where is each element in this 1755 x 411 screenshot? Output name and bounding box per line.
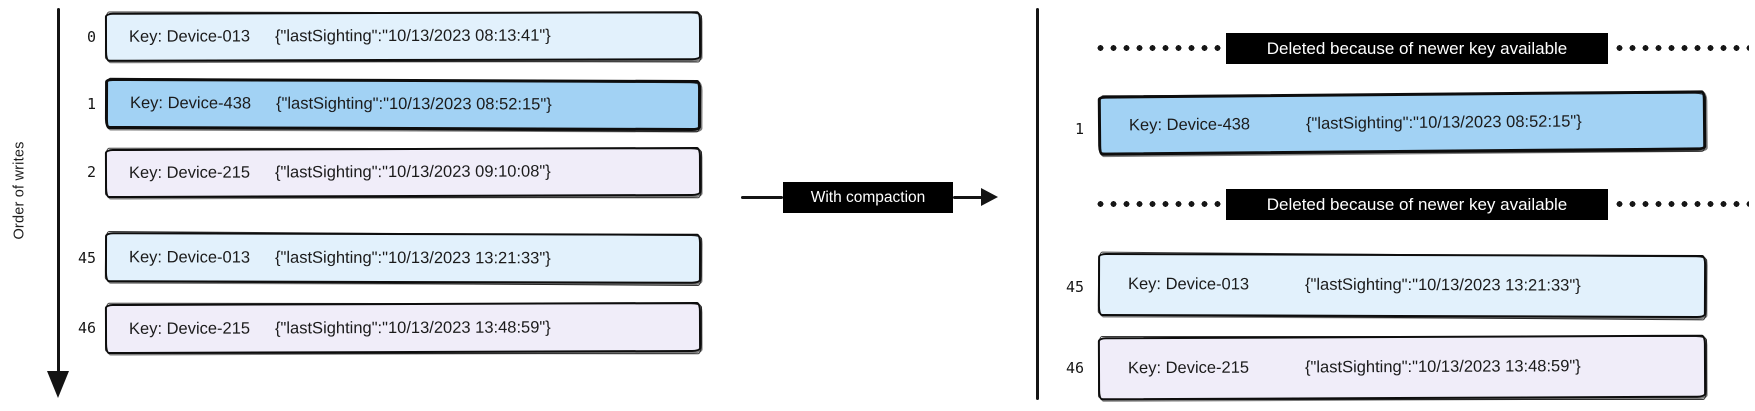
order-of-writes-label: Order of writes bbox=[11, 141, 28, 240]
deleted-notice: Deleted because of newer key available bbox=[1226, 189, 1608, 220]
record-key-text: Key: Device-215 bbox=[128, 319, 251, 338]
record-value-text: {"lastSighting":"10/13/2023 13:21:33"} bbox=[274, 248, 551, 267]
log-record: Key: Device-215 {"lastSighting":"10/13/2… bbox=[104, 146, 702, 199]
record-value-text: {"lastSighting":"10/13/2023 08:52:15"} bbox=[275, 94, 552, 114]
row-offset-label: 2 bbox=[86, 163, 96, 181]
log-record: Key: Device-438 {"lastSighting":"10/13/2… bbox=[104, 77, 702, 132]
record-key-text: Key: Device-438 bbox=[129, 94, 252, 113]
record-key-text: Key: Device-013 bbox=[128, 247, 251, 267]
record-value-text: {"lastSighting":"10/13/2023 13:48:59"} bbox=[1304, 357, 1581, 377]
record-value-text: {"lastSighting":"10/13/2023 13:21:33"} bbox=[1304, 275, 1581, 295]
compaction-label-text: With compaction bbox=[810, 188, 926, 206]
row-offset-label: 46 bbox=[1065, 359, 1084, 377]
deleted-dotted-line-right bbox=[1613, 45, 1749, 51]
deleted-notice-text: Deleted because of newer key available bbox=[1266, 38, 1568, 58]
row-offset-label: 45 bbox=[1065, 278, 1084, 296]
deleted-dotted-line-left bbox=[1094, 201, 1222, 207]
log-record: Key: Device-013 {"lastSighting":"10/13/2… bbox=[104, 232, 702, 284]
record-key-text: Key: Device-438 bbox=[1128, 114, 1251, 134]
order-arrow-line bbox=[57, 8, 61, 372]
log-record: Key: Device-013 {"lastSighting":"10/13/2… bbox=[104, 11, 702, 62]
log-record: Key: Device-438 {"lastSighting":"10/13/2… bbox=[1097, 90, 1707, 156]
record-value-text: {"lastSighting":"10/13/2023 13:48:59"} bbox=[274, 317, 551, 337]
row-offset-label: 46 bbox=[77, 319, 96, 337]
compaction-arrowhead-icon bbox=[981, 188, 998, 206]
record-key-text: Key: Device-013 bbox=[128, 27, 251, 46]
record-key-text: Key: Device-013 bbox=[1127, 275, 1250, 294]
compaction-connector-line bbox=[953, 196, 982, 200]
row-offset-label: 1 bbox=[1074, 120, 1084, 138]
row-offset-label: 0 bbox=[86, 28, 96, 46]
deleted-dotted-line-right bbox=[1613, 201, 1749, 207]
log-record: Key: Device-013 {"lastSighting":"10/13/2… bbox=[1097, 252, 1707, 319]
deleted-notice: Deleted because of newer key available bbox=[1226, 33, 1608, 64]
log-record: Key: Device-215 {"lastSighting":"10/13/2… bbox=[104, 301, 702, 355]
record-value-text: {"lastSighting":"10/13/2023 08:13:41"} bbox=[274, 26, 551, 46]
deleted-notice-text: Deleted because of newer key available bbox=[1266, 194, 1568, 214]
log-record: Key: Device-215 {"lastSighting":"10/13/2… bbox=[1097, 334, 1707, 401]
record-value-text: {"lastSighting":"10/13/2023 08:52:15"} bbox=[1305, 111, 1582, 133]
row-offset-label: 1 bbox=[86, 95, 96, 113]
record-key-text: Key: Device-215 bbox=[1127, 358, 1250, 378]
row-offset-label: 45 bbox=[77, 249, 96, 267]
record-value-text: {"lastSighting":"10/13/2023 09:10:08"} bbox=[274, 162, 551, 182]
compaction-label: With compaction bbox=[783, 182, 953, 213]
right-log-axis-line bbox=[1036, 8, 1040, 400]
deleted-dotted-line-left bbox=[1094, 45, 1222, 51]
compaction-connector-line bbox=[741, 196, 783, 200]
record-key-text: Key: Device-215 bbox=[128, 163, 251, 182]
order-arrow-head-icon bbox=[47, 371, 69, 398]
